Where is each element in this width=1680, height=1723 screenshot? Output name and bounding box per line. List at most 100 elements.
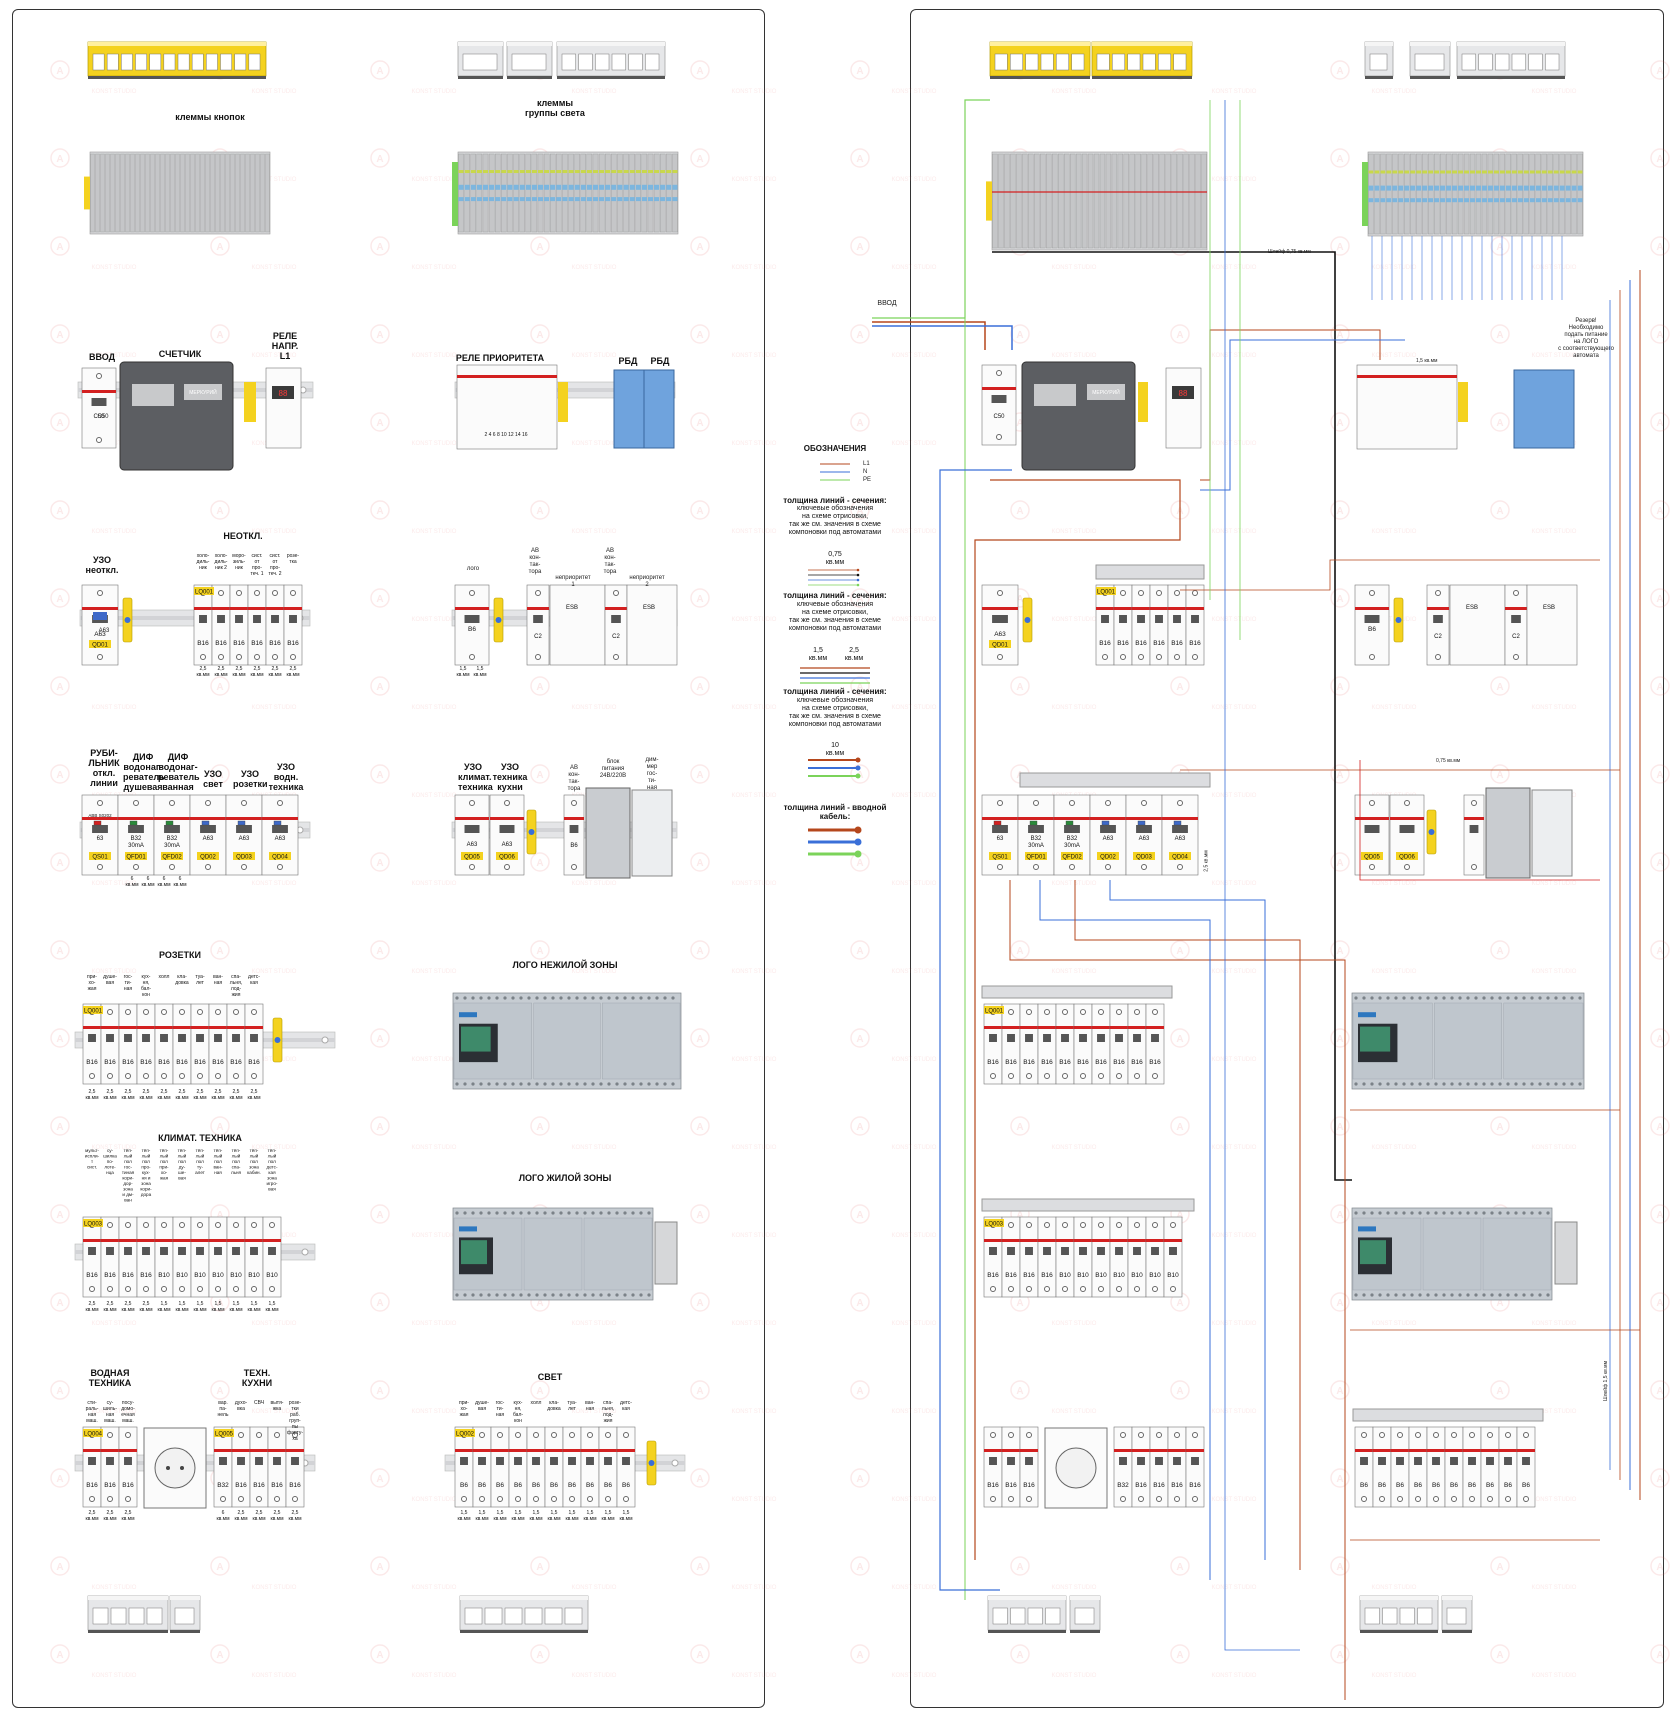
breaker-rating: B16 [230, 1059, 242, 1066]
breaker-red-band [118, 817, 154, 820]
energy-meter-display [132, 384, 174, 406]
terminal-cell [1123, 153, 1130, 249]
watermark-logo [1330, 1116, 1350, 1136]
breaker-screw [1008, 1496, 1014, 1502]
label-line: кв.мм [141, 882, 155, 888]
breaker-screw [197, 1222, 203, 1228]
terminal-marker [647, 170, 654, 174]
breaker-screw [96, 373, 102, 379]
section-label: 2,5кв.мм [139, 1301, 153, 1313]
watermark-logo [850, 940, 870, 960]
code-tag [125, 852, 147, 860]
breaker-red-band [473, 1449, 491, 1452]
plc-module [1503, 1002, 1584, 1080]
plc-terminal [1570, 1082, 1574, 1086]
plc-terminal [1442, 996, 1446, 1000]
terminal-marker [1565, 198, 1571, 203]
label-line: кая [622, 1406, 630, 1412]
plc-terminal [535, 1293, 539, 1297]
breaker-screw [1487, 1496, 1493, 1502]
rj45-port [1446, 1607, 1467, 1625]
plc-terminal [1450, 1293, 1454, 1297]
breaker-screw [1471, 864, 1477, 870]
label-line: кв.мм [250, 672, 264, 678]
klimat-breaker-right [1145, 1216, 1165, 1298]
terminal-marker [1476, 170, 1481, 174]
breaker-screw [1080, 1286, 1086, 1292]
watermark-text: KONST STUDIO [1372, 529, 1417, 535]
breaker-red-band [209, 1026, 227, 1029]
watermark-logo-letter: A [856, 858, 863, 869]
terminal-marker [1577, 198, 1583, 203]
section-label: 2,5кв.мм [196, 666, 210, 678]
label-line: жая [88, 986, 97, 992]
label-line: 1,5 [197, 1301, 204, 1307]
label-line: сист. [87, 1165, 97, 1170]
breaker-red-band [1505, 607, 1527, 610]
breaker-screw [269, 1222, 275, 1228]
protective-device-row4-right [1053, 794, 1091, 876]
label-line: пол [250, 1159, 258, 1164]
plc-terminal [599, 1293, 603, 1297]
vodnaya-breaker [118, 1426, 138, 1508]
watermark-logo-letter: A [696, 1562, 703, 1573]
plc-terminal [543, 1211, 547, 1215]
breaker-screw [1451, 1432, 1457, 1438]
end-stop [1138, 382, 1148, 422]
contactor-2 [626, 584, 678, 666]
watermark-logo-letter: A [376, 1210, 383, 1221]
plc-terminal [503, 996, 507, 1000]
kuhnya-breaker [213, 1426, 233, 1508]
plc-terminal [1498, 1082, 1502, 1086]
breaker-screw [997, 864, 1003, 870]
terminal-marker [537, 170, 544, 174]
label-line: кла- [549, 1400, 559, 1406]
terminal-marker [1416, 185, 1422, 191]
breaker-lever [253, 615, 261, 623]
breaker-lever [250, 1247, 258, 1255]
breaker-red-band [984, 1026, 1002, 1029]
svet-breaker [616, 1426, 636, 1508]
breaker-rating: B6 [1378, 1482, 1386, 1489]
plc-terminal [1450, 996, 1454, 1000]
watermark-logo [1330, 1644, 1350, 1664]
terminal-marker [489, 197, 495, 202]
label-line: ник 2 [215, 565, 227, 571]
legend-block4-title: толщина линий - вводной кабель: [783, 803, 887, 821]
terminal-marker [1458, 198, 1464, 203]
watermark-logo [210, 676, 230, 696]
terminal-marker [1511, 185, 1517, 191]
av-kont-label: АВ кон- так- тора [567, 765, 581, 792]
watermark-logo-letter: A [1016, 1562, 1023, 1573]
watermark-logo-letter: A [856, 1386, 863, 1397]
breaker-rating: B6 [1522, 1482, 1530, 1489]
terminal-cell [220, 153, 225, 233]
svet-breaker-right [1480, 1426, 1500, 1508]
watermark-text: KONST STUDIO [1052, 1673, 1097, 1679]
terminal-marker [660, 170, 666, 174]
watermark-logo-letter: A [56, 1474, 63, 1485]
plc-terminal [1402, 1082, 1406, 1086]
terminal-marker [605, 184, 611, 190]
watermark-logo [530, 500, 550, 520]
breaker-lever [1064, 825, 1080, 833]
label-line: 2,5 [197, 1089, 204, 1095]
label-line: 1,5 [479, 1510, 486, 1516]
label-line: 1,5 [569, 1510, 576, 1516]
breaker-screw [205, 864, 211, 870]
watermark-logo [50, 324, 70, 344]
breaker-rating: B16 [1113, 1059, 1125, 1066]
rj45-port [1495, 53, 1510, 71]
terminal-marker [1458, 170, 1464, 174]
svet-breaker-right [1372, 1426, 1392, 1508]
label-line: 6 [131, 876, 134, 882]
rj45-port [177, 53, 190, 71]
breaker-screw [1192, 654, 1198, 660]
label-line: 1,5 [461, 1510, 468, 1516]
label-line: B32 [1067, 836, 1078, 842]
label-line: кв.мм [85, 1095, 99, 1101]
plc-terminal [1458, 1211, 1462, 1215]
label-line: нца [106, 1170, 114, 1175]
breaker-screw [1177, 800, 1183, 806]
breaker-red-band [1092, 1026, 1110, 1029]
